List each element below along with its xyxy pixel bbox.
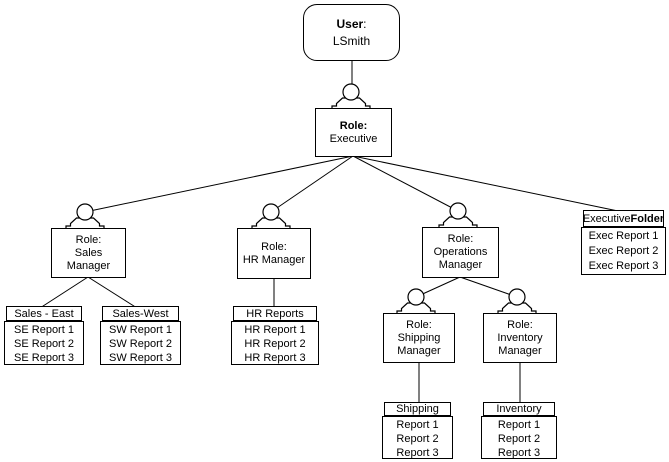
folder-header: Inventory [483,402,555,416]
role-name: Executive [329,132,378,145]
folder-item: SW Report 3 [109,352,172,364]
folder-header: Sales-West [102,306,179,321]
connector-executive-sales [84,155,354,213]
folder-sales-west: Sales-West SW Report 1 SW Report 2 SW Re… [100,306,181,365]
node-user-lsmith: User: LSmith [303,4,400,61]
person-icon-sales-manager [65,203,105,229]
user-name: LSmith [332,33,371,48]
folder-item: Report 1 [497,419,541,431]
folder-item: Report 2 [497,433,541,445]
role-name: Manager [498,344,542,357]
folder-item: SE Report 3 [14,352,74,364]
role-name: HR Manager [242,253,306,266]
role-name: Sales [74,246,103,259]
folder-body: SW Report 1 SW Report 2 SW Report 3 [100,321,181,365]
folder-item: HR Report 2 [244,338,306,350]
folder-header: Shipping [384,402,451,416]
person-icon-operations-manager [438,202,478,228]
person-icon-inventory-manager [497,288,537,314]
folder-sales-east: Sales - East SE Report 1 SE Report 2 SE … [4,306,84,365]
connector-executive-folder [352,155,619,212]
folder-shipping: Shipping Report 1 Report 2 Report 3 [382,402,453,459]
role-label: Role: [447,233,474,245]
node-role-shipping-manager: Role: Shipping Manager [383,313,455,363]
role-name: Manager [438,259,483,271]
connector-executive-hr [270,155,354,213]
node-role-sales-manager: Role: Sales Manager [51,228,126,278]
role-label: Role: [261,240,287,253]
role-label: Role: [406,318,432,331]
folder-hr-reports: HR Reports HR Report 1 HR Report 2 HR Re… [231,306,319,365]
folder-item: Report 1 [396,419,439,431]
node-role-operations-manager: Role: Operations Manager [422,227,499,278]
folder-body: Report 1 Report 2 Report 3 [382,416,453,459]
role-name: Manager [397,344,441,357]
folder-body: SE Report 1 SE Report 2 SE Report 3 [4,321,84,365]
connector-executive-operations [352,155,459,212]
role-name: Manager [66,259,111,272]
folder-item: SE Report 1 [14,324,74,336]
folder-item: HR Report 1 [244,324,306,336]
folder-header: HR Reports [233,306,317,321]
folder-header: Executive Folder [583,210,664,227]
connector-sales-west [87,276,138,309]
node-role-executive: Role: Executive [315,108,392,157]
person-icon-shipping-manager [396,288,436,314]
folder-item: Exec Report 2 [588,245,659,257]
connector-operations-inventory [459,276,518,298]
role-name: Operations [433,246,488,258]
user-title: User: [336,16,367,31]
folder-body: HR Report 1 HR Report 2 HR Report 3 [231,321,319,365]
role-name: Inventory [497,331,543,344]
folder-item: SE Report 2 [14,338,74,350]
folder-item: Report 2 [396,433,439,445]
folder-item: Report 3 [396,447,439,459]
folder-item: HR Report 3 [244,352,306,364]
role-label: Role: [339,119,368,132]
folder-item: SW Report 1 [109,324,172,336]
role-name: Shipping [397,331,441,344]
person-icon-executive [331,83,371,109]
folder-item: Report 3 [497,447,541,459]
connector-sales-east [39,276,89,309]
folder-item: Exec Report 3 [588,260,659,272]
node-role-hr-manager: Role: HR Manager [237,228,311,279]
folder-executive: Executive Folder Exec Report 1 Exec Repo… [581,210,666,275]
role-label: Role: [75,233,102,246]
folder-inventory: Inventory Report 1 Report 2 Report 3 [481,402,557,459]
folder-item: SW Report 2 [109,338,172,350]
role-label: Role: [507,318,533,331]
person-icon-hr-manager [251,203,291,229]
folder-item: Exec Report 1 [588,230,659,242]
folder-header: Sales - East [6,306,82,321]
node-role-inventory-manager: Role: Inventory Manager [483,313,557,363]
folder-body: Report 1 Report 2 Report 3 [481,416,557,459]
folder-body: Exec Report 1 Exec Report 2 Exec Report … [581,227,666,275]
